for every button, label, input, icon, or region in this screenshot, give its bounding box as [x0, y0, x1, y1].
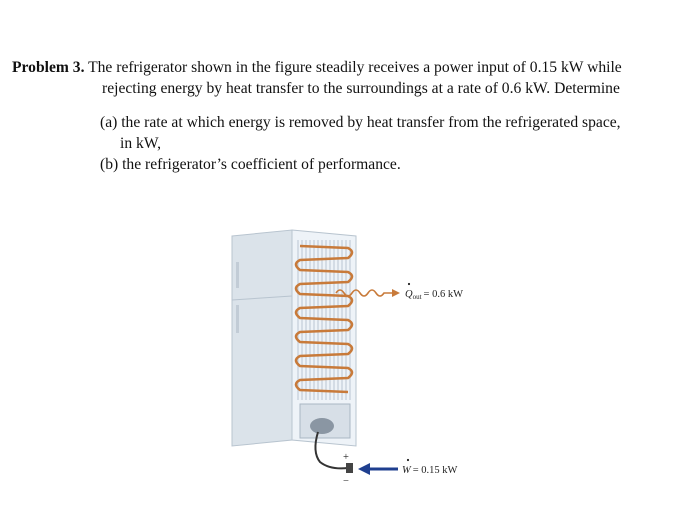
power-cord	[314, 431, 349, 470]
plug-plus-sign: +	[343, 452, 349, 463]
w-value: = 0.15 kW	[413, 465, 458, 476]
problem-statement-line-1: The refrigerator shown in the figure ste…	[88, 59, 622, 76]
q-symbol: Q	[405, 289, 413, 300]
part-a-line-1: (a) the rate at which energy is removed …	[100, 114, 621, 131]
w-in-label: W= 0.15 kW	[402, 465, 458, 476]
cabinet-side-panel	[231, 229, 293, 447]
heat-out-arrowhead	[392, 289, 400, 297]
door-divider-line	[231, 295, 293, 301]
work-input-arrowhead	[358, 463, 370, 475]
compressor	[310, 418, 334, 434]
q-subscript: out	[413, 293, 422, 301]
plug-minus-sign: −	[343, 476, 349, 487]
q-dot	[407, 282, 411, 286]
w-symbol: W	[402, 465, 412, 476]
problem-statement-line-2: rejecting energy by heat transfer to the…	[102, 80, 620, 97]
q-out-label: Qout= 0.6 kW	[405, 289, 463, 301]
part-a-line-2: in kW,	[120, 135, 162, 152]
q-value: = 0.6 kW	[424, 289, 464, 300]
problem-heading: Problem 3.	[12, 59, 85, 76]
heat-out-arrow	[335, 289, 392, 297]
part-b: (b) the refrigerator’s coefficient of pe…	[100, 156, 401, 173]
w-dot	[406, 458, 410, 462]
door-handle-upper	[236, 262, 239, 288]
problem-line-1: Problem 3. The refrigerator shown in the…	[12, 58, 622, 78]
power-plug	[346, 463, 353, 473]
condenser-coil	[294, 244, 354, 394]
door-handle-lower	[236, 305, 239, 333]
